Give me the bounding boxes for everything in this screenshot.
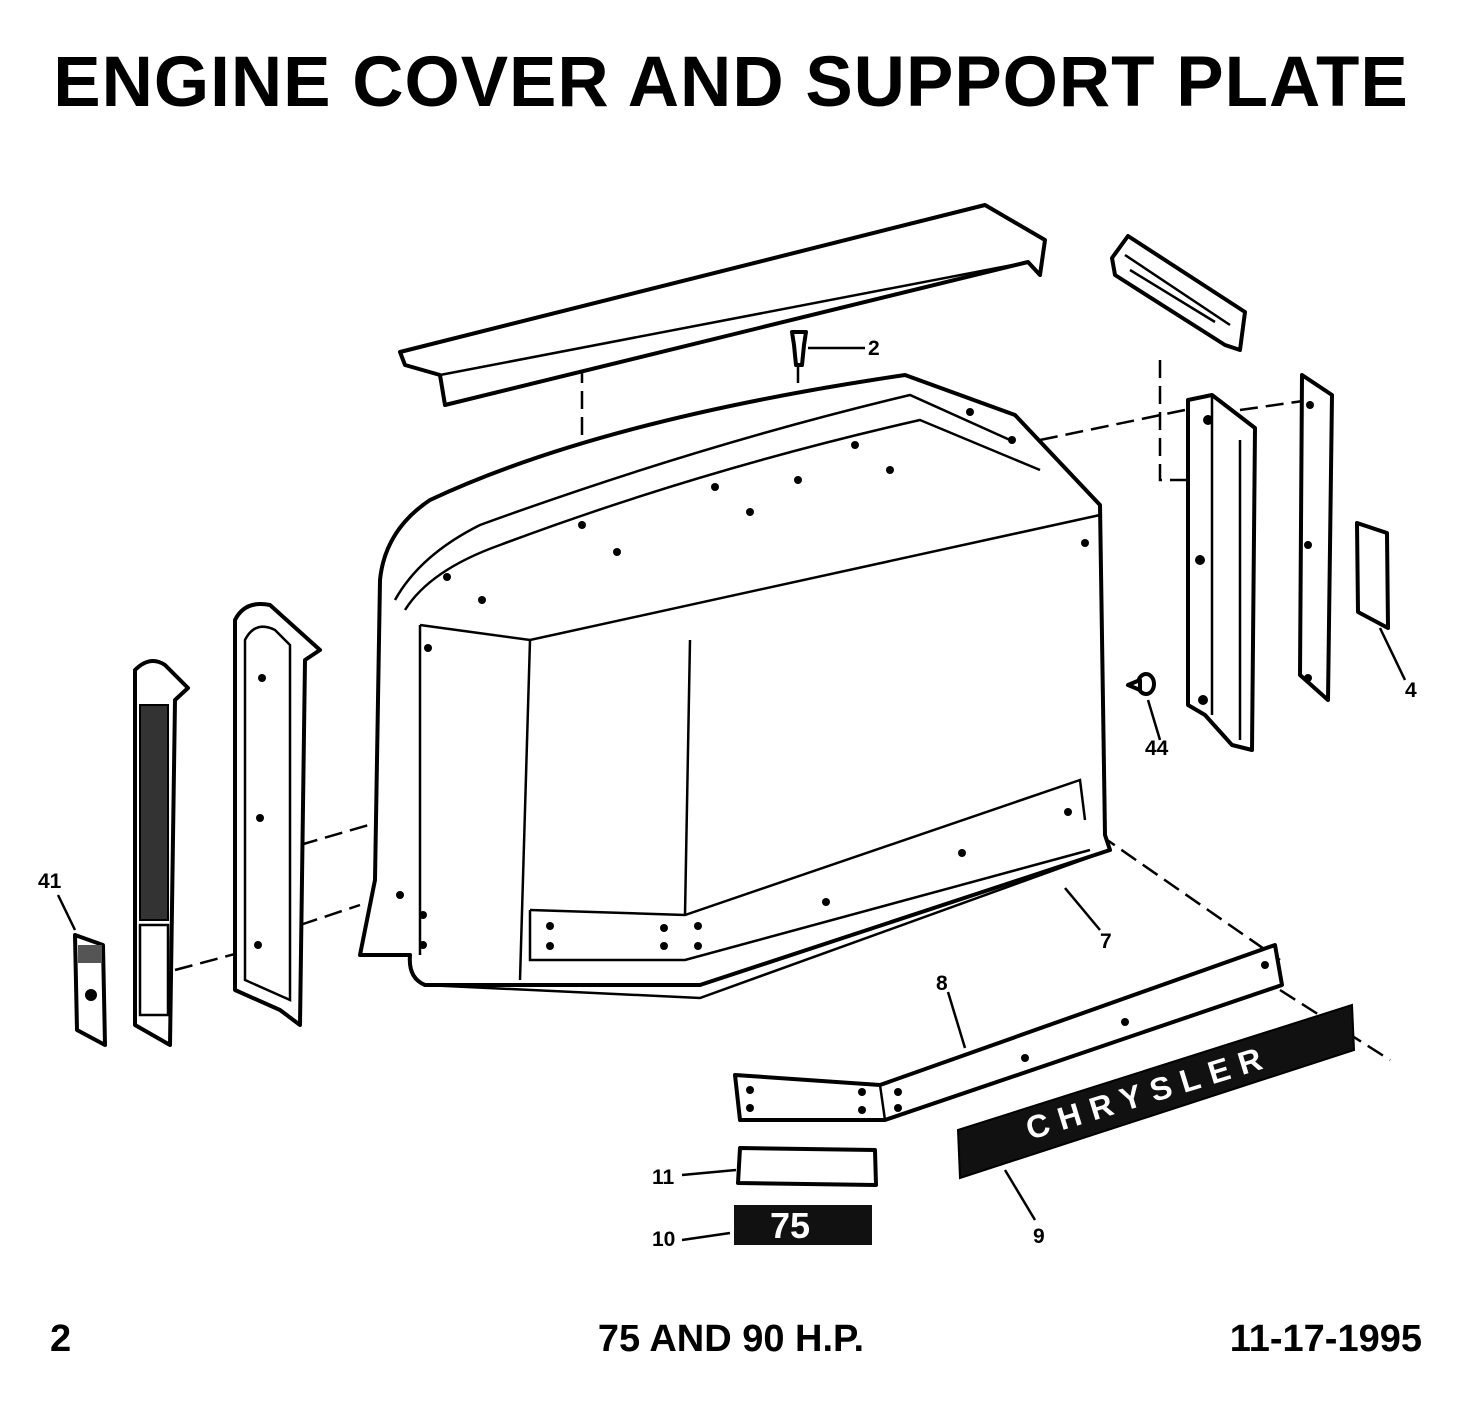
screw-part-2	[790, 330, 808, 367]
chrysler-nameplate-part-9: CHRYSLER	[956, 1003, 1356, 1180]
left-side-panel	[233, 602, 322, 1027]
page-number: 2	[50, 1318, 72, 1360]
left-grille-panel	[133, 659, 190, 1047]
callout-9: 9	[1033, 1225, 1045, 1248]
callout-2: 2	[868, 337, 880, 360]
decal-part-4	[1355, 521, 1390, 630]
callout-7: 7	[1100, 930, 1112, 953]
plate-part-11	[736, 1146, 878, 1187]
callout-44: 44	[1145, 737, 1169, 760]
page-title: ENGINE COVER AND SUPPORT PLATE	[53, 43, 1409, 122]
rear-handle-bracket	[1110, 234, 1247, 352]
lower-trim-strip-part-8	[733, 943, 1284, 1122]
callout-10: 10	[652, 1228, 675, 1251]
decal-part-41	[73, 933, 107, 1047]
callout-41: 41	[38, 870, 62, 893]
top-trim-cap	[398, 203, 1047, 407]
callout-8: 8	[936, 972, 948, 995]
date-label: 11-17-1995	[1229, 1318, 1422, 1360]
leader-lines	[56, 346, 1407, 1242]
model-label: 75 AND 90 H.P.	[597, 1318, 865, 1360]
right-side-strip	[1298, 373, 1334, 702]
callout-11: 11	[652, 1166, 675, 1189]
callout-4: 4	[1405, 679, 1417, 702]
horsepower-decal-text: 75	[770, 1205, 810, 1246]
callout-labels: 2 4 44 7 8 9 10 11 41	[38, 337, 1417, 1251]
engine-cover	[358, 373, 1112, 1000]
right-support-plate	[1186, 393, 1257, 752]
horsepower-decal-part-10: 75	[734, 1205, 872, 1246]
grommet-part-44	[1126, 672, 1156, 696]
